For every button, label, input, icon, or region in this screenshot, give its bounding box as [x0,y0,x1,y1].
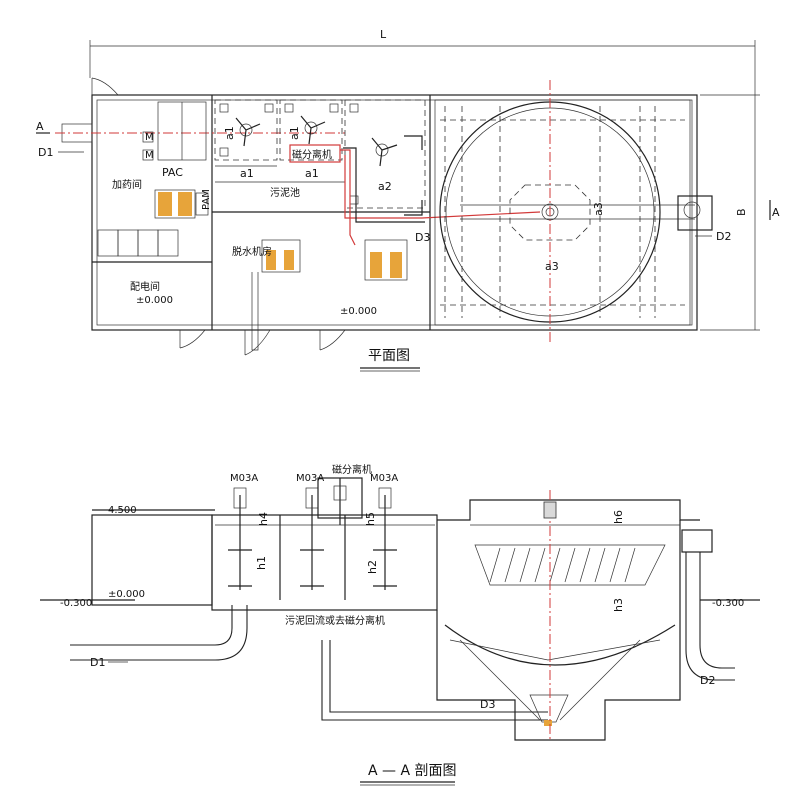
section-view: 4.500 ±0.000 -0.300 M03A M03A M03A [40,463,760,786]
tank-a3-label-2: a3 [545,260,559,273]
h6-label: h6 [612,510,625,524]
tank-a1-label: a1 [223,126,236,140]
tank-a1-label-3: a1 [240,167,254,180]
section-sludge-label: D3 [480,698,495,711]
h1-label: h1 [255,556,268,570]
return-note: 污泥回流或去磁分离机 [285,614,385,627]
mixer-icon [300,487,324,590]
h2-label: h2 [366,560,379,574]
room1-label: 加药间 [112,178,142,191]
room2-label: 配电间 [130,280,160,293]
tank-a2-label: a2 [378,180,392,193]
level-top: 4.500 [108,505,137,516]
plan-view: L B A D1 PAC M M 加药间 [36,28,780,372]
mixer-icon [373,487,397,590]
magnetic-separator-label: 磁分离机 [292,148,332,161]
tank-a3-label: a3 [592,202,605,216]
sludge-tank-label: 污泥池 [270,186,300,199]
room3-label: 脱水机房 [232,245,272,258]
mixer-icon [235,117,261,147]
inclined-plates [474,544,666,586]
mixer-tag-2: M03A [296,473,324,484]
h3-label: h3 [612,598,625,612]
section-outlet-label: D2 [700,674,715,687]
level-inlet: -0.300 [60,598,92,609]
h5-label: h5 [364,512,377,526]
level-zero: ±0.000 [108,589,145,600]
svg-text:M: M [145,132,154,143]
tank-a1-label-2: a1 [288,126,301,140]
dimension-L: L [380,28,387,41]
mixer-icon [228,487,252,590]
mixer-tag-1: M03A [230,473,258,484]
inlet-label: D1 [38,146,53,159]
section-magnetic-separator: 磁分离机 [332,463,372,476]
mixer-icon [371,137,398,167]
sludge-pipe-label: D3 [415,231,430,244]
outlet-label: D2 [716,230,731,243]
pac-label: PAC [162,166,183,179]
plan-level-mid: ±0.000 [340,306,377,317]
level-outlet: -0.300 [712,598,744,609]
plan-level-left: ±0.000 [136,295,173,306]
tank-a1-label-4: a1 [305,167,319,180]
plan-title: 平面图 [368,348,410,364]
section-mark-right: A [772,206,780,219]
section-title: A — A 剖面图 [368,763,457,779]
mixer-icon [300,115,326,145]
mixer-tag-3: M03A [370,473,398,484]
section-mark-left: A [36,120,44,133]
section-inlet-label: D1 [90,656,105,669]
dimension-B: B [735,208,748,216]
svg-text:M: M [145,150,154,161]
pam-label: PAM [201,189,212,210]
h4-label: h4 [257,512,270,526]
